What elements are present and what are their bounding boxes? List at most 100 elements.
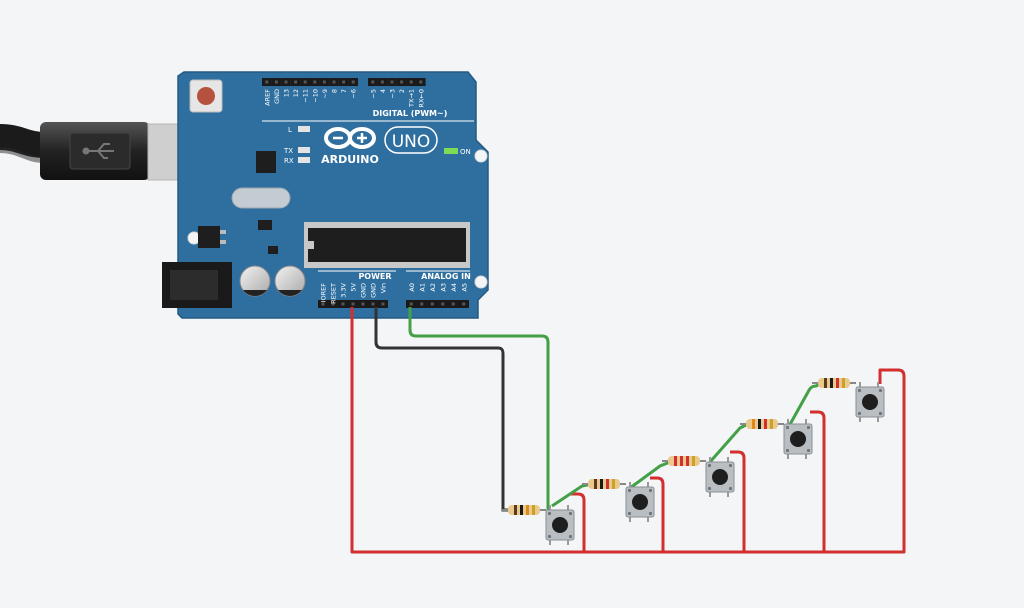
voltage-regulator: [198, 226, 220, 248]
pin-label: 3.3V: [340, 282, 348, 297]
pin-hole: [371, 80, 375, 84]
pin-label: ~5: [369, 89, 377, 99]
pin-hole: [371, 302, 375, 306]
usb-icon: [82, 143, 114, 159]
brand-label: ARDUINO: [321, 153, 379, 166]
resistor[interactable]: [740, 419, 784, 429]
pin-label: AREF: [263, 89, 271, 106]
pin-label: IOREF: [320, 283, 328, 303]
digital-header[interactable]: [262, 78, 426, 86]
pin-hole: [341, 302, 345, 306]
pin-label: Vin: [380, 283, 388, 293]
pin-label: ~9: [321, 89, 329, 99]
pin-hole: [462, 302, 466, 306]
wire-5v-branch-3[interactable]: [730, 450, 746, 552]
wire-signal-chain-3[interactable]: [708, 422, 749, 463]
mount-hole: [474, 149, 488, 163]
pin-label: 5V: [350, 282, 358, 291]
resistor[interactable]: [662, 456, 706, 466]
pin-hole: [274, 80, 278, 84]
pin-hole: [313, 80, 317, 84]
pin-label: GND: [273, 89, 281, 104]
pin-label: ~11: [302, 89, 310, 103]
mount-hole: [474, 275, 488, 289]
wire-signal-chain-2[interactable]: [629, 460, 671, 490]
push-button[interactable]: [705, 457, 735, 497]
pin-hole: [400, 80, 404, 84]
pin-label: A2: [429, 283, 437, 292]
wire-5v-branch-1[interactable]: [570, 492, 586, 552]
on-led: [444, 148, 458, 154]
wire-5v[interactable]: [350, 307, 906, 554]
pin-label: 13: [283, 89, 291, 97]
pin-label: GND: [370, 283, 378, 298]
pin-label: A4: [450, 283, 458, 292]
power-header[interactable]: [318, 300, 388, 308]
pin-hole: [342, 80, 346, 84]
pin-hole: [351, 302, 355, 306]
push-button[interactable]: [855, 382, 885, 422]
pin-hole: [441, 302, 445, 306]
pin-hole: [420, 302, 424, 306]
pin-hole: [361, 302, 365, 306]
push-button[interactable]: [545, 505, 575, 545]
pin-label: ~6: [350, 89, 358, 99]
crystal: [231, 187, 291, 209]
wire-gnd[interactable]: [374, 307, 510, 512]
pin-hole: [322, 80, 326, 84]
wire-signal-a0[interactable]: [408, 307, 550, 516]
pin-label: RESET: [330, 283, 338, 304]
pin-hole: [331, 302, 335, 306]
pin-hole: [321, 302, 325, 306]
pin-label: A5: [460, 283, 468, 292]
arduino-logo: [324, 127, 376, 149]
pin-label: 7: [340, 89, 348, 93]
model-badge: [384, 126, 438, 154]
led-rx-label: RX: [284, 157, 294, 165]
microcontroller-chip: [304, 222, 470, 268]
icsp-header: [256, 151, 276, 173]
analog-header[interactable]: [406, 300, 469, 308]
resistor[interactable]: [582, 479, 626, 489]
digital-header-label: DIGITAL (PWM~): [373, 109, 448, 118]
reset-button[interactable]: [189, 79, 223, 113]
pin-hole: [294, 80, 298, 84]
resistor[interactable]: [812, 378, 856, 388]
wire-5v-branch-4[interactable]: [810, 410, 826, 552]
led-l-label: L: [288, 126, 292, 134]
led-rx: [298, 157, 310, 163]
pin-hole: [380, 80, 384, 84]
pin-hole: [409, 80, 413, 84]
on-label: ON: [460, 148, 471, 156]
capacitor: [239, 265, 271, 297]
pin-label: 8: [331, 89, 339, 93]
pin-hole: [381, 302, 385, 306]
pin-label: A1: [418, 283, 426, 292]
pin-hole: [419, 80, 423, 84]
usb-cable[interactable]: [0, 122, 189, 181]
push-button[interactable]: [783, 419, 813, 459]
pin-label: A0: [408, 283, 416, 292]
pin-label: A3: [439, 283, 447, 292]
pin-hole: [451, 302, 455, 306]
pin-label: 4: [379, 89, 387, 93]
power-jack[interactable]: [162, 262, 232, 308]
pin-hole: [430, 302, 434, 306]
pin-hole: [303, 80, 307, 84]
pin-label: TX→1: [408, 89, 416, 108]
pin-label: GND: [360, 283, 368, 298]
wire-signal-chain-4[interactable]: [786, 382, 821, 429]
led-tx-label: TX: [283, 147, 293, 155]
push-button[interactable]: [625, 482, 655, 522]
analog-header-label: ANALOG IN: [421, 272, 471, 281]
pin-hole: [390, 80, 394, 84]
resistor[interactable]: [502, 505, 546, 515]
wire-5v-branch-2[interactable]: [650, 476, 665, 552]
pin-hole: [409, 302, 413, 306]
power-header-label: POWER: [358, 272, 391, 281]
